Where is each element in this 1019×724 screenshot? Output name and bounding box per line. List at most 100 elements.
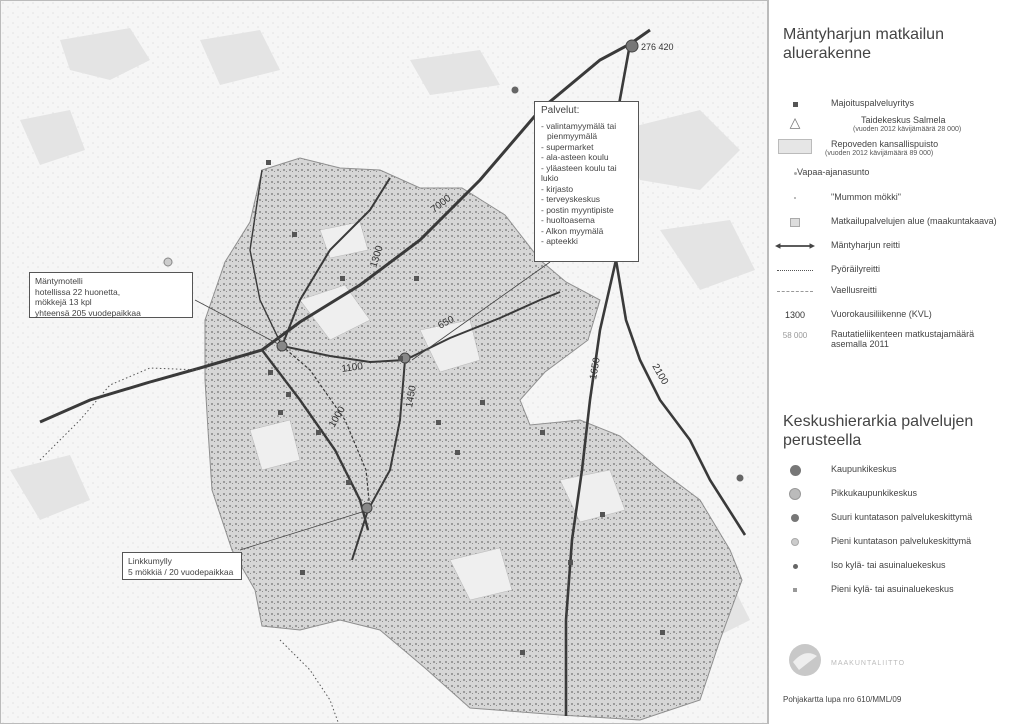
services-item: - terveyskeskus	[541, 194, 601, 204]
services-item: - kirjasto	[541, 183, 574, 194]
small-circle-icon	[775, 558, 815, 574]
legend-hier-pieni-kyla: Pieni kylä- tai asuinaluekeskus	[769, 582, 1019, 598]
mantymotelli-box: Mäntymotelli hotellissa 22 huonetta, mök…	[29, 272, 193, 318]
accommodation-markers	[266, 160, 665, 655]
road-1650	[564, 259, 618, 716]
tiny-square-icon	[775, 582, 815, 598]
legend-sublabel: (vuoden 2012 kävijämäärä 89 000)	[825, 150, 934, 157]
legend-label: Mäntyharjun reitti	[831, 240, 901, 250]
road-7000	[39, 28, 651, 424]
legend-hier-pieni: Pieni kuntatason palvelukeskittymä	[769, 534, 1019, 550]
legend-hier-suuri: Suuri kuntatason palvelukeskittymä	[769, 510, 1019, 526]
legend-item-reitti: Mäntyharjun reitti	[769, 238, 1019, 254]
tourism-area-icon	[775, 214, 815, 230]
legend-label: asemalla 2011	[831, 339, 889, 349]
triangle-icon: △	[789, 113, 801, 130]
light-circle-icon	[775, 486, 815, 502]
legend-label: Vaellusreitti	[831, 285, 877, 295]
kvl-number: 1300	[784, 310, 806, 320]
legend-item-rautatie: 58 000 Rautatieliikenteen matkustajamäär…	[769, 327, 1019, 349]
linkkumylly-line: Linkkumylly	[128, 556, 172, 566]
logo-emblem-icon	[789, 644, 821, 676]
logo-text: MAAKUNTALIITTO	[831, 660, 906, 667]
services-item: - yläasteen koulu tai lukio	[541, 162, 617, 184]
map-license-footer: Pohjakartta lupa nro 610/MML/09	[783, 695, 902, 704]
legend-hier-iso-kyla: Iso kylä- tai asuinaluekeskus	[769, 558, 1019, 574]
small-dot-icon	[775, 190, 815, 206]
small-light-circle-icon	[775, 534, 815, 550]
legend-label: "Mummon mökki"	[831, 192, 901, 202]
mantymotelli-line: mökkejä 13 kpl	[35, 297, 92, 307]
legend-item-vaellus: Vaellusreitti	[769, 283, 1019, 299]
legend-panel: Mäntyharjun matkailun aluerakenne Majoit…	[768, 0, 1019, 724]
legend-hier-pikku: Pikkukaupunkikeskus	[769, 486, 1019, 502]
legend-title-hierarchy: Keskushierarkia palvelujen perusteella	[783, 412, 973, 450]
park-area-icon	[775, 138, 815, 154]
legend-label: Vuorokausiliikenne (KVL)	[831, 309, 932, 319]
route-label-1100: 1100	[341, 361, 364, 375]
passenger-number: 58 000	[782, 330, 808, 340]
municipality-map: 7000 1300 650 1100 1000 1450 1650 2100 2…	[0, 0, 768, 724]
services-item: - apteekki	[541, 236, 578, 246]
services-item: - supermarket	[541, 141, 594, 152]
services-item: pienmyymälä	[547, 131, 598, 141]
cycling-route-2	[279, 639, 339, 723]
route-label-1450: 1450	[404, 384, 419, 408]
legend-item-matkailualue: Matkailupalvelujen alue (maakuntakaava)	[769, 214, 1019, 230]
legend-label: Pieni kuntatason palvelukeskittymä	[831, 536, 972, 546]
legend-item-majoitus: Majoituspalveluyritys	[769, 96, 1019, 112]
legend-item-salmela: △ Taidekeskus Salmela (vuoden 2012 kävij…	[769, 113, 1019, 134]
route-arrow-icon	[775, 238, 815, 254]
legend-label: Pyöräilyreitti	[831, 264, 881, 274]
big-circle-icon	[775, 462, 815, 478]
legend-label: Pieni kylä- tai asuinaluekeskus	[831, 584, 954, 594]
legend-sublabel: (vuoden 2012 kävijämäärä 28 000)	[853, 126, 962, 133]
services-item: - Alkon myymälä	[541, 225, 604, 236]
linkkumylly-box: Linkkumylly 5 mökkiä / 20 vuodepaikkaa	[122, 552, 242, 580]
legend-item-pyoraily: Pyöräilyreitti	[769, 262, 1019, 278]
legend-label: Rautatieliikenteen matkustajamäärä	[831, 329, 975, 339]
services-item: - huoltoasema	[541, 215, 595, 225]
legend-label: Kaupunkikeskus	[831, 464, 897, 474]
mantymotelli-line: yhteensä 205 vuodepaikkaa	[35, 307, 141, 318]
road-1450	[351, 359, 406, 561]
legend-item-vapaa: Vapaa-ajanasunto	[769, 165, 1019, 181]
legend-label: Vapaa-ajanasunto	[797, 167, 870, 177]
road-1100	[281, 345, 406, 364]
services-item: - ala-asteen koulu	[541, 152, 609, 162]
medium-circle-icon	[775, 510, 815, 526]
legend-label: Pikkukaupunkikeskus	[831, 488, 918, 498]
legend-label: Repoveden kansallispuisto	[831, 139, 939, 149]
station-passenger-count: 276 420	[641, 42, 674, 52]
callout-lines	[194, 261, 551, 551]
dashed-line-icon	[775, 283, 815, 299]
road-1300	[281, 177, 391, 347]
mantymotelli-line: hotellissa 22 huonetta,	[35, 286, 121, 297]
mantymotelli-line: Mäntymotelli	[35, 276, 83, 286]
dotted-line-icon	[775, 262, 815, 278]
station-center	[625, 39, 639, 53]
square-icon	[775, 96, 815, 112]
services-box: Palvelut: - valintamyymälä tai pienmyymä…	[534, 101, 639, 262]
legend-title-line: Mäntyharjun matkailun	[783, 26, 944, 43]
road-650	[404, 291, 561, 361]
linkkumylly-line: 5 mökkiä / 20 vuodepaikkaa	[128, 566, 234, 577]
legend-title-line: aluerakenne	[783, 45, 872, 62]
legend-title-line: Keskushierarkia palvelujen	[783, 413, 974, 430]
legend-item-mummon: "Mummon mökki"	[769, 190, 1019, 206]
legend-title: Mäntyharjun matkailun aluerakenne	[783, 25, 944, 63]
legend-hier-kaupunki: Kaupunkikeskus	[769, 462, 1019, 478]
services-item: - valintamyymälä tai	[541, 120, 617, 131]
legend-label: Majoituspalveluyritys	[831, 98, 915, 108]
legend-label: Taidekeskus Salmela	[861, 115, 946, 125]
services-title: Palvelut:	[541, 105, 580, 116]
legend-title-line: perusteella	[783, 432, 862, 449]
services-item: - postin myyntipiste	[541, 204, 614, 215]
legend-label: Iso kylä- tai asuinaluekeskus	[831, 560, 946, 570]
dot-icon	[775, 165, 815, 181]
legend-label: Matkailupalvelujen alue (maakuntakaava)	[831, 216, 997, 226]
legend-item-kvl: 1300 Vuorokausiliikenne (KVL)	[769, 307, 1019, 323]
route-label-1650: 1650	[588, 356, 603, 380]
legend-label: Suuri kuntatason palvelukeskittymä	[831, 512, 973, 522]
legend-item-repovesi: Repoveden kansallispuisto (vuoden 2012 k…	[769, 138, 1019, 157]
